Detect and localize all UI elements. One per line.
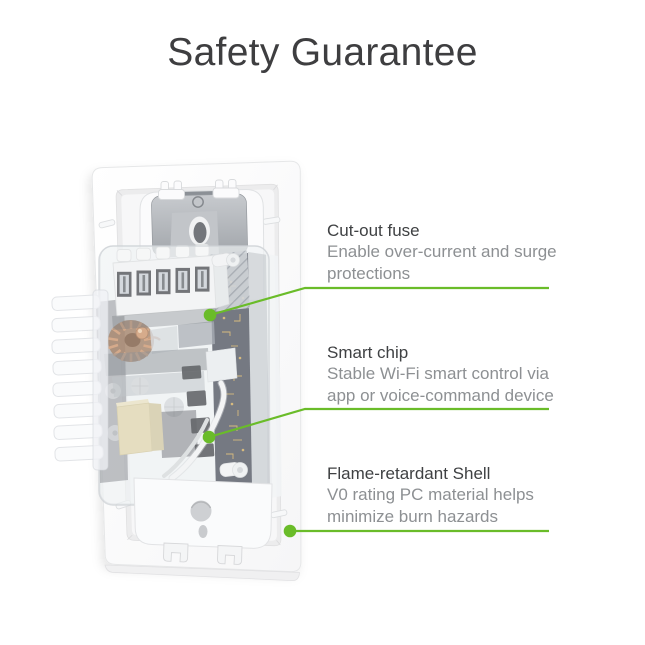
callout-line: protections	[327, 263, 411, 283]
internal-wires	[162, 379, 228, 482]
yoke-clip-right	[212, 179, 240, 199]
bottom-cover	[133, 477, 273, 565]
callout-line: V0 rating PC material helps	[327, 485, 534, 504]
recess-corner-bevels	[116, 184, 281, 546]
dot-flame-shell	[283, 524, 297, 538]
heat-fins	[51, 289, 109, 471]
callout-line: Enable over-current and surge	[327, 242, 557, 261]
page-title: Safety Guarantee	[167, 31, 478, 74]
wall-plate-bottom-edge	[104, 564, 300, 582]
dot-smart-chip	[202, 430, 216, 444]
terminal-block	[112, 243, 230, 330]
callout-smart-chip-text: Smart chip Stable Wi-Fi smart control vi…	[327, 342, 567, 406]
callout-line: Stable Wi-Fi smart control via	[327, 364, 549, 383]
copper-coil	[108, 320, 161, 362]
yoke-clip-left	[158, 180, 185, 200]
shell-right-highlight	[266, 254, 282, 498]
mount-slot-hole	[193, 222, 207, 243]
leader-smart-chip	[208, 407, 549, 439]
callout-title: Smart chip	[327, 343, 409, 362]
under-terminal-shadow	[112, 308, 217, 330]
standoff-cylinder-bottom	[219, 462, 248, 478]
hook-tab-right	[217, 545, 243, 565]
terminal-windows	[117, 266, 210, 297]
relay-block	[116, 399, 198, 458]
switch-body	[51, 243, 282, 506]
callout-line: app or voice-command device	[327, 385, 554, 405]
callout-leaders	[208, 286, 549, 533]
callout-flame-shell-text: Flame-retardant Shell V0 rating PC mater…	[327, 463, 567, 527]
callout-title: Cut-out fuse	[327, 221, 420, 240]
standoff-cylinder-top	[211, 252, 240, 268]
shell-right-wall	[248, 252, 272, 498]
shell-front-overlay	[98, 245, 270, 506]
bottom-screw-hole	[190, 500, 212, 522]
hook-tab-left	[163, 542, 189, 563]
callout-title: Flame-retardant Shell	[327, 464, 491, 483]
callout-cutout-fuse-text: Cut-out fuse Enable over-current and sur…	[327, 220, 567, 284]
leader-cutout-fuse	[209, 286, 549, 317]
yoke-screw	[192, 196, 204, 208]
dot-cutout-fuse	[203, 308, 217, 322]
bottom-small-slot	[198, 525, 208, 538]
callout-dots	[202, 308, 297, 538]
callout-line: minimize burn hazards	[327, 506, 499, 526]
